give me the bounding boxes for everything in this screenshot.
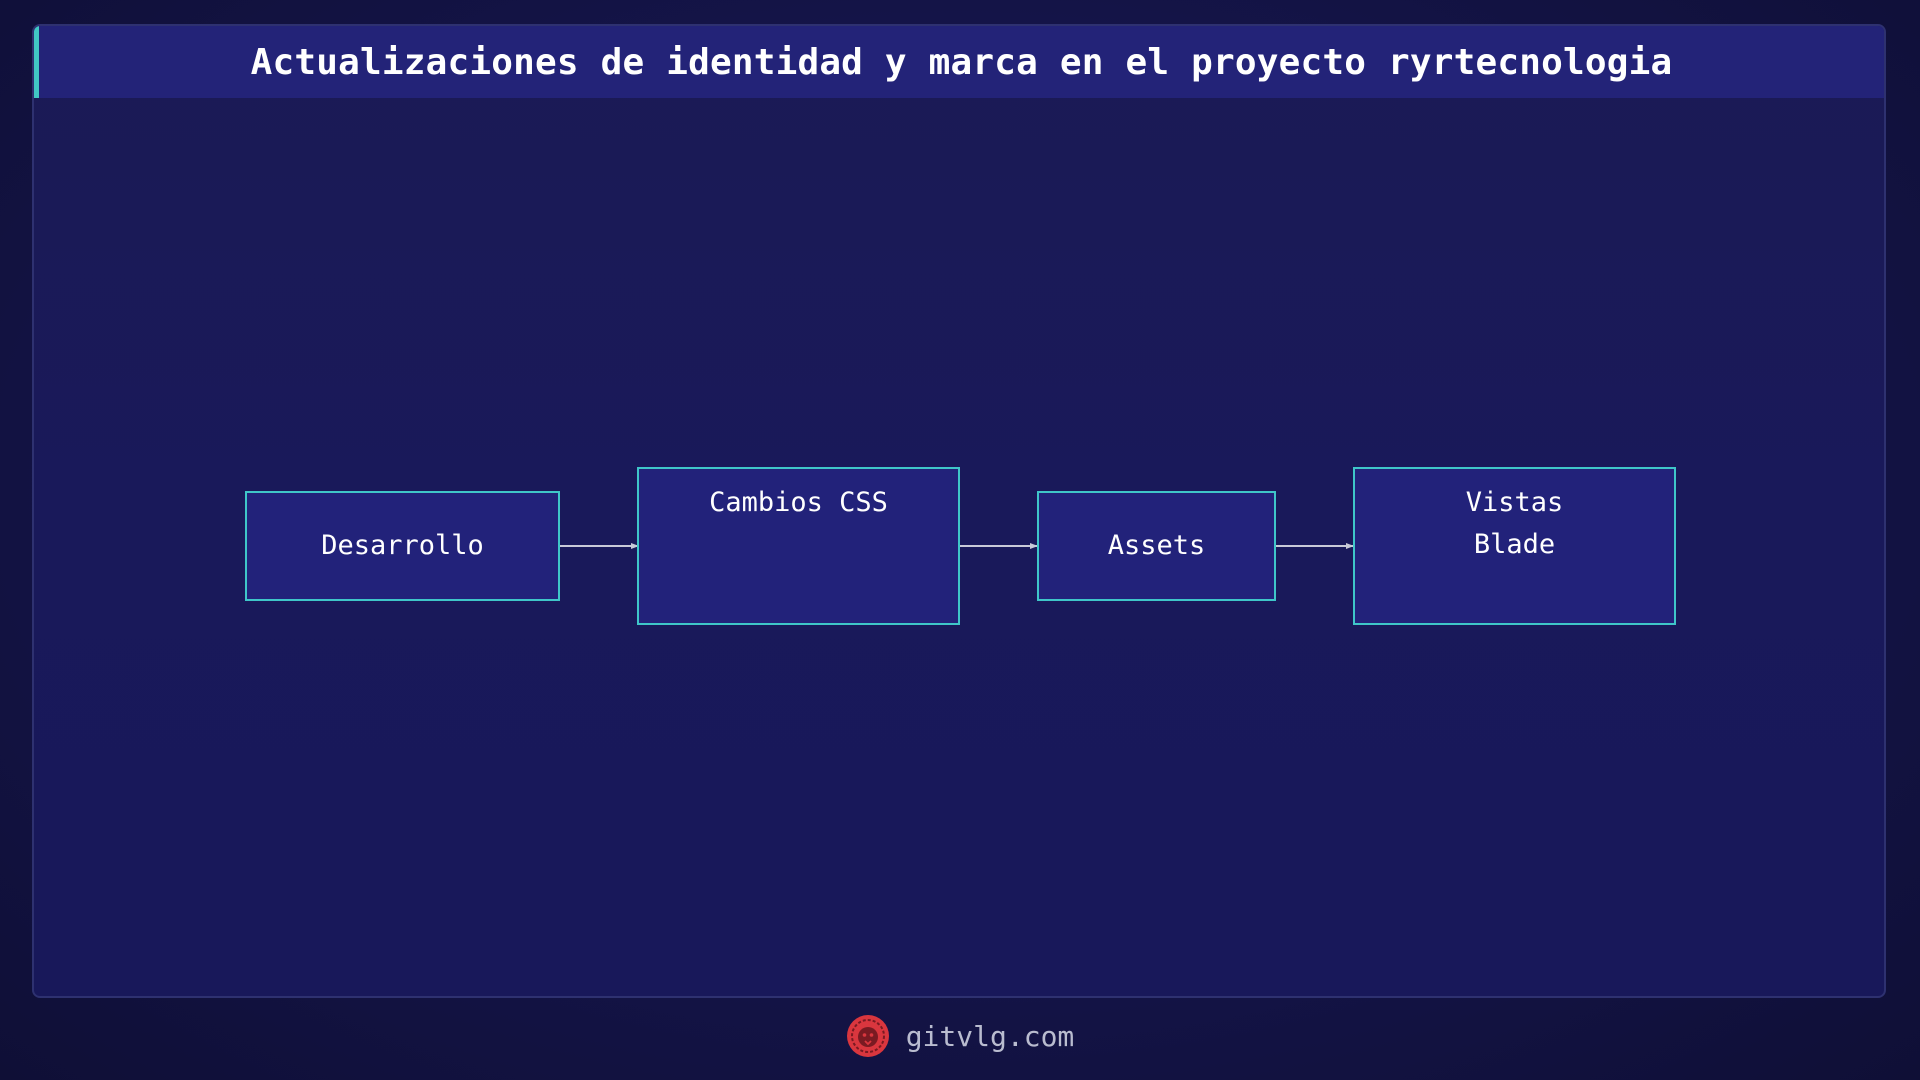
page-title: Actualizaciones de identidad y marca en … bbox=[250, 41, 1673, 83]
lion-logo-icon[interactable] bbox=[846, 1014, 890, 1058]
diagram-panel: Actualizaciones de identidad y marca en … bbox=[32, 24, 1886, 998]
footer-site-link[interactable]: gitvlg.com bbox=[905, 1019, 1075, 1053]
title-bar: Actualizaciones de identidad y marca en … bbox=[34, 26, 1884, 98]
footer: gitvlg.com bbox=[0, 1010, 1920, 1062]
